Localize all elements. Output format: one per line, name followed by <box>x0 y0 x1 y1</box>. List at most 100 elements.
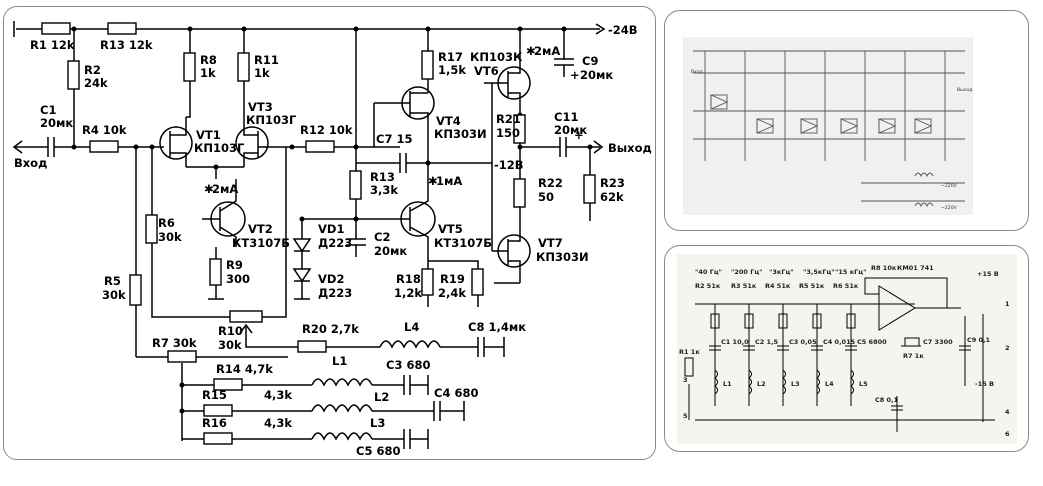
resistor-r9 <box>209 258 222 286</box>
resistor-r4 <box>89 140 119 153</box>
svg-text:VD1: VD1 <box>318 222 344 236</box>
svg-text:C8 0,1: C8 0,1 <box>875 396 899 404</box>
svg-text:300: 300 <box>226 272 250 286</box>
resistor-r10 <box>229 310 263 323</box>
svg-text:62k: 62k <box>600 190 624 204</box>
svg-text:"40 Гц": "40 Гц" <box>695 268 722 276</box>
thumbnail-schematic-1[interactable]: Вход Выход ~220V ~220V <box>664 10 1029 231</box>
svg-text:VT2: VT2 <box>248 222 273 236</box>
svg-text:R19: R19 <box>440 272 465 286</box>
svg-text:-15 В: -15 В <box>975 380 994 388</box>
resistor-r23 <box>583 174 596 204</box>
svg-text:R5: R5 <box>104 274 121 288</box>
svg-text:C7 3300: C7 3300 <box>923 338 953 346</box>
svg-text:1k: 1k <box>200 66 216 80</box>
svg-text:20мк: 20мк <box>374 244 407 258</box>
svg-text:КП303И: КП303И <box>536 250 589 264</box>
main-schematic-svg: -24В R1 12k R13 12k R2 24k Вход C1 20мк … <box>12 21 652 458</box>
label-r1: R1 12k <box>30 38 75 52</box>
svg-text:Выход: Выход <box>957 87 972 93</box>
label-r13: R13 12k <box>100 38 153 52</box>
svg-text:R8 10к: R8 10к <box>871 264 897 272</box>
svg-text:20мк: 20мк <box>580 68 613 82</box>
svg-text:R8: R8 <box>200 53 217 67</box>
resistor-r1 <box>41 22 71 35</box>
svg-text:C7 15: C7 15 <box>376 132 412 146</box>
svg-text:L3: L3 <box>370 416 385 430</box>
svg-text:~220V: ~220V <box>941 205 958 211</box>
svg-text:VT7: VT7 <box>538 236 563 250</box>
svg-text:R1 1к: R1 1к <box>679 348 700 356</box>
svg-text:VT1: VT1 <box>196 128 221 142</box>
svg-text:R18: R18 <box>396 272 421 286</box>
svg-text:4,3k: 4,3k <box>264 388 292 402</box>
input-label: Вход <box>14 156 47 170</box>
svg-text:КП103Г: КП103Г <box>246 113 297 127</box>
svg-text:5: 5 <box>683 412 688 420</box>
svg-text:50: 50 <box>538 190 554 204</box>
svg-text:КТ3107Б: КТ3107Б <box>232 236 290 250</box>
resistor-r17 <box>421 50 434 80</box>
svg-text:L3: L3 <box>791 380 800 388</box>
resistor-r13-b <box>349 170 362 200</box>
svg-text:L1: L1 <box>723 380 732 388</box>
thumbnail-schematic-2[interactable]: "40 Гц" "200 Гц" "3кГц" "3,5кГц" "15 кГц… <box>664 245 1029 452</box>
svg-text:1: 1 <box>1005 300 1010 308</box>
svg-text:C4 0,015: C4 0,015 <box>823 338 856 346</box>
svg-text:30k: 30k <box>102 288 126 302</box>
svg-text:"15 кГц": "15 кГц" <box>835 268 866 276</box>
svg-text:C5 6800: C5 6800 <box>857 338 887 346</box>
resistor-r5 <box>129 274 142 306</box>
svg-text:VT3: VT3 <box>248 100 273 114</box>
resistor-r8 <box>183 52 196 82</box>
svg-text:R7 1к: R7 1к <box>903 352 924 360</box>
svg-text:C11: C11 <box>554 110 578 124</box>
inductor-l3 <box>311 432 373 441</box>
svg-text:L5: L5 <box>859 380 868 388</box>
svg-text:✱: ✱ <box>526 44 536 58</box>
svg-text:R6: R6 <box>158 216 175 230</box>
svg-text:VT5: VT5 <box>438 222 463 236</box>
resistor-r12 <box>305 140 335 153</box>
svg-text:20мк: 20мк <box>40 116 73 130</box>
svg-text:-12В: -12В <box>494 158 524 172</box>
resistor-r20 <box>297 340 327 353</box>
svg-text:2мА: 2мА <box>534 44 560 58</box>
transistor-vt3 <box>235 126 269 160</box>
resistor-r11 <box>237 52 250 82</box>
svg-text:C1 10,0: C1 10,0 <box>721 338 749 346</box>
svg-text:R16: R16 <box>202 416 227 430</box>
svg-text:1,5k: 1,5k <box>438 63 466 77</box>
svg-text:2: 2 <box>1005 344 1010 352</box>
svg-text:C3 680: C3 680 <box>386 358 430 372</box>
svg-text:+15 В: +15 В <box>977 270 999 278</box>
svg-text:R20 2,7k: R20 2,7k <box>302 322 359 336</box>
svg-text:6: 6 <box>1005 430 1010 438</box>
svg-text:C2: C2 <box>374 230 390 244</box>
svg-text:C4 680: C4 680 <box>434 386 478 400</box>
main-schematic-panel: -24В R1 12k R13 12k R2 24k Вход C1 20мк … <box>3 6 656 460</box>
svg-text:R6 51к: R6 51к <box>833 282 859 290</box>
svg-text:"3,5кГц": "3,5кГц" <box>803 268 835 276</box>
svg-text:1,2k: 1,2k <box>394 286 422 300</box>
svg-text:R11: R11 <box>254 53 279 67</box>
svg-text:C1: C1 <box>40 103 56 117</box>
resistor-r18 <box>421 268 434 296</box>
svg-text:1k: 1k <box>254 66 270 80</box>
svg-text:VT6: VT6 <box>474 64 499 78</box>
svg-text:C9 0,1: C9 0,1 <box>967 336 991 344</box>
inductor-l4 <box>379 340 441 349</box>
resistor-r7 <box>167 350 197 363</box>
svg-text:R23: R23 <box>600 176 625 190</box>
svg-text:4,3k: 4,3k <box>264 416 292 430</box>
inductor-l1 <box>311 378 373 387</box>
svg-text:L1: L1 <box>332 354 347 368</box>
resistor-r22 <box>513 178 526 208</box>
svg-text:Вход: Вход <box>691 69 703 75</box>
svg-text:3,3k: 3,3k <box>370 183 398 197</box>
svg-text:"3кГц": "3кГц" <box>769 268 794 276</box>
svg-text:L4: L4 <box>825 380 834 388</box>
resistor-r19 <box>471 268 484 296</box>
resistor-r6 <box>145 214 158 244</box>
svg-text:~220V: ~220V <box>941 183 958 189</box>
